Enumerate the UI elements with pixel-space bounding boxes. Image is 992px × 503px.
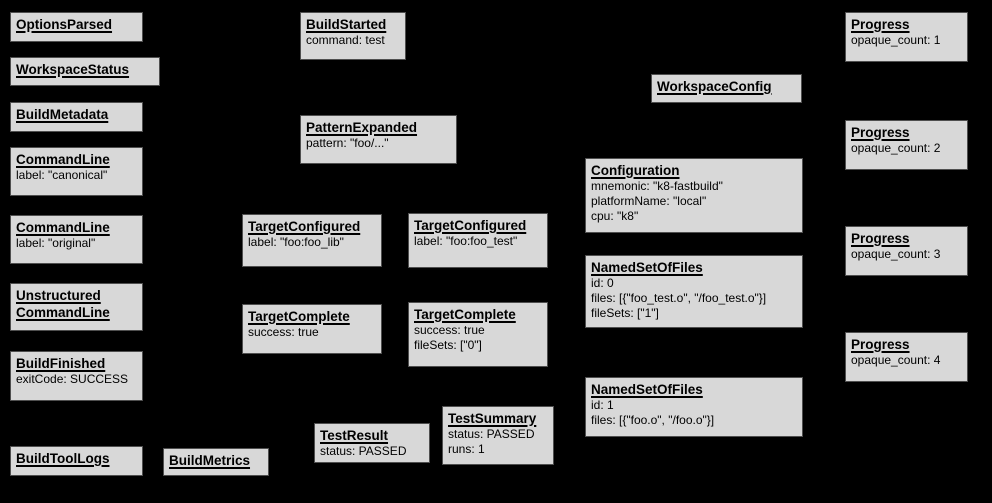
node-title-line: PatternExpanded [306,120,418,135]
node-title-line: TestSummary [448,411,537,426]
node-detail-line: id: 1 [591,398,614,412]
node-detail-line: exitCode: SUCCESS [16,372,129,386]
node-title-line: BuildMetadata [16,107,109,122]
node-title-line: OptionsParsed [16,17,113,32]
node-detail-line: command: test [306,33,385,47]
node-workspace-config: WorkspaceConfig [651,74,802,103]
node-title-line: NamedSetOfFiles [591,260,703,275]
node-build-metrics: BuildMetrics [163,448,269,476]
node-detail-line: files: [{"foo.o", "/foo.o"}] [591,413,715,427]
node-detail-line: runs: 1 [448,442,485,456]
node-title-line: BuildFinished [16,356,106,371]
node-detail-line: cpu: "k8" [591,209,639,223]
node-title-line: TestResult [320,428,389,443]
node-title-line: WorkspaceConfig [657,79,772,94]
node-detail-line: success: true [414,323,485,337]
node-detail-line: id: 0 [591,276,614,290]
node-detail-line: pattern: "foo/..." [306,136,389,150]
node-title-line: TargetComplete [248,309,350,324]
node-detail-line: fileSets: ["1"] [591,306,659,320]
node-detail-line: label: "foo:foo_lib" [248,235,344,249]
node-title-line: BuildMetrics [169,453,251,468]
node-detail-line: status: PASSED [320,444,407,458]
node-detail-line: mnemonic: "k8-fastbuild" [591,179,723,193]
node-title-line: NamedSetOfFiles [591,382,703,397]
node-detail-line: opaque_count: 2 [851,141,941,155]
node-title-line: Configuration [591,163,680,178]
node-title-line: TargetConfigured [414,218,527,233]
node-title-line: Progress [851,125,910,140]
node-options-parsed: OptionsParsed [10,12,143,42]
node-detail-line: label: "canonical" [16,168,108,182]
node-detail-line: opaque_count: 4 [851,353,941,367]
node-title-line: TargetComplete [414,307,516,322]
node-title-line: Progress [851,231,910,246]
node-title-line: CommandLine [16,152,110,167]
node-detail-line: success: true [248,325,319,339]
node-detail-line: label: "original" [16,236,96,250]
node-detail-line: opaque_count: 1 [851,33,941,47]
node-title-line: WorkspaceStatus [16,62,130,77]
node-detail-line: label: "foo:foo_test" [414,234,518,248]
node-detail-line: files: [{"foo_test.o", "/foo_test.o"}] [591,291,767,305]
node-detail-line: fileSets: ["0"] [414,338,482,352]
node-title-line: Progress [851,337,910,352]
node-detail-line: opaque_count: 3 [851,247,941,261]
node-title-line: CommandLine [16,305,110,320]
node-detail-line: status: PASSED [448,427,535,441]
node-title-line: CommandLine [16,220,110,235]
node-workspace-status: WorkspaceStatus [10,57,160,86]
node-title-line: BuildStarted [306,17,387,32]
node-detail-line: platformName: "local" [591,194,707,208]
node-title-line: TargetConfigured [248,219,361,234]
node-title-line: BuildToolLogs [16,451,110,466]
node-build-metadata: BuildMetadata [10,102,143,132]
node-title-line: Progress [851,17,910,32]
node-build-tool-logs: BuildToolLogs [10,446,143,476]
node-title-line: Unstructured [16,288,101,303]
